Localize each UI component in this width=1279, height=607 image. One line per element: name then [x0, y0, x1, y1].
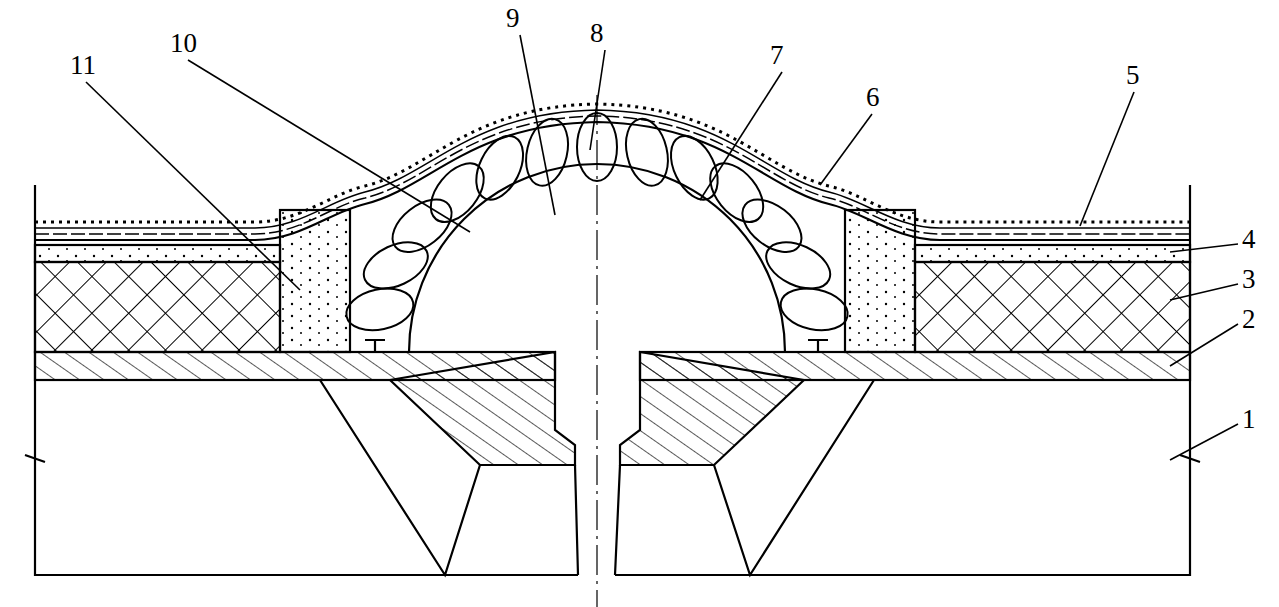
callout-number: 7 [770, 42, 784, 69]
filler-loop [383, 189, 461, 262]
filler-loop [733, 189, 811, 262]
leader-line [1080, 92, 1134, 226]
leader-line [188, 60, 470, 232]
leader-line [1170, 284, 1238, 300]
filler-loop [520, 115, 574, 190]
callout-number: 1 [1242, 406, 1256, 433]
callout-number: 10 [170, 30, 197, 57]
callout-number: 4 [1242, 226, 1256, 253]
leader-line [1170, 324, 1238, 366]
leader-line [1170, 424, 1238, 460]
filler-loop [620, 115, 674, 190]
callout-number: 2 [1242, 306, 1256, 333]
filler-loop [467, 128, 533, 207]
filler-loop [342, 283, 417, 336]
filler-loop [420, 154, 494, 232]
leader-line [820, 114, 872, 185]
leader-line [590, 50, 605, 150]
filler-loop [577, 113, 617, 181]
callout-number: 11 [70, 52, 96, 79]
callout-number: 8 [590, 20, 604, 47]
callout-number: 5 [1126, 62, 1140, 89]
filler-loop [759, 233, 838, 298]
callout-number: 6 [866, 84, 880, 111]
leader-line [520, 35, 555, 215]
callout-number: 9 [506, 5, 520, 32]
callout-number: 3 [1242, 266, 1256, 293]
filler-loop [661, 128, 727, 207]
leader-line [700, 72, 782, 200]
filler-loop [357, 233, 436, 298]
leader-line [1170, 244, 1238, 252]
filler-loop [700, 154, 774, 232]
filler-loop [777, 283, 852, 336]
leader-line [86, 82, 300, 290]
